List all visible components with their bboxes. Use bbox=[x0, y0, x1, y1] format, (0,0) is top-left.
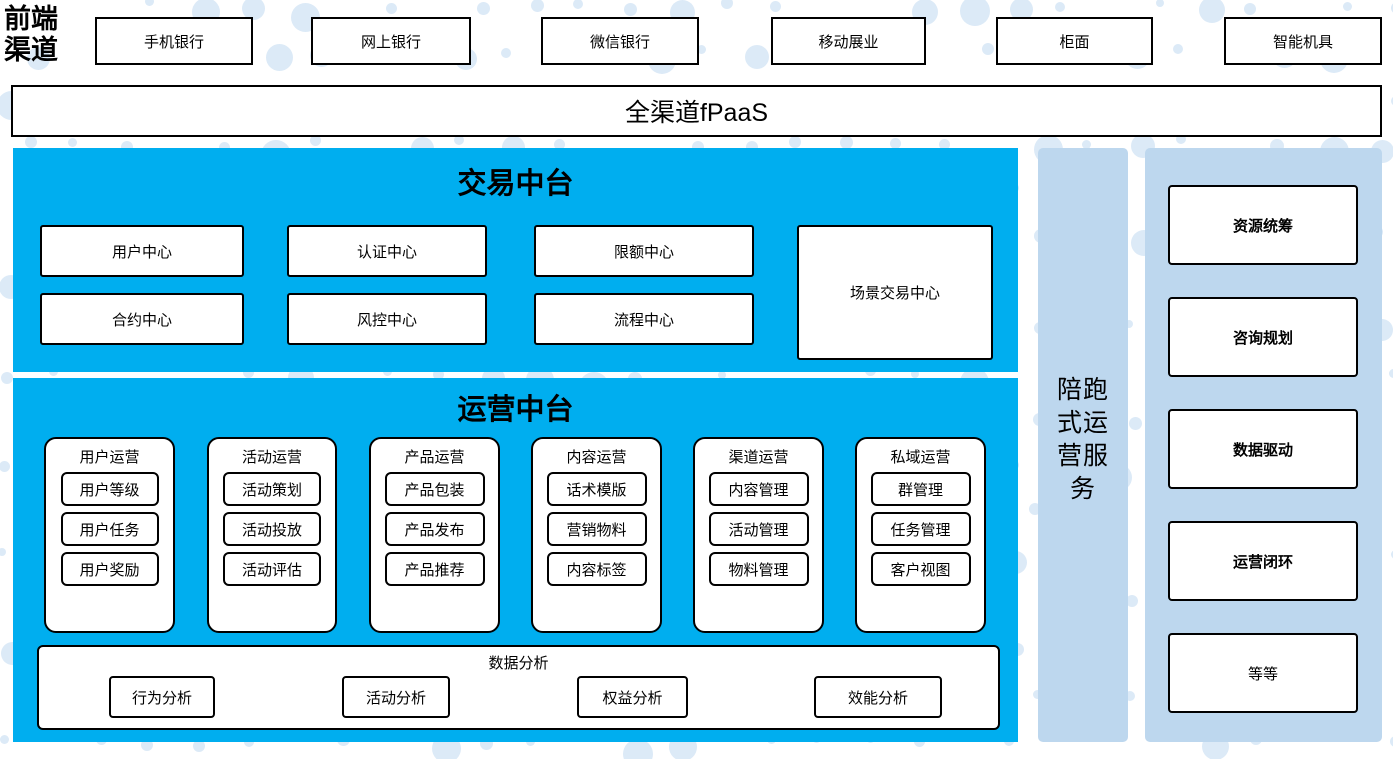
transaction-platform-title: 交易中台 bbox=[457, 168, 574, 200]
operations-column-product-operations: 产品运营产品包装产品发布产品推荐 bbox=[369, 437, 500, 633]
decorative-dot bbox=[145, 0, 154, 6]
decorative-dot bbox=[1, 372, 13, 384]
data-analysis-rights-analysis[interactable]: 权益分析 bbox=[577, 676, 688, 718]
decorative-dot bbox=[1156, 0, 1164, 7]
accompanying-operation-service-label: 陪跑式运营服务 bbox=[1040, 374, 1126, 506]
operations-item[interactable]: 内容管理 bbox=[708, 472, 809, 506]
decorative-dot bbox=[573, 0, 583, 9]
data-analysis-efficiency-analysis[interactable]: 效能分析 bbox=[814, 676, 942, 718]
service-label-line: 陪跑 bbox=[1056, 376, 1109, 404]
operations-column-user-operations: 用户运营用户等级用户任务用户奖励 bbox=[44, 437, 175, 633]
decorative-dot bbox=[982, 43, 994, 55]
operations-platform-title: 运营中台 bbox=[457, 394, 574, 426]
transaction-module-contract-center[interactable]: 合约中心 bbox=[40, 293, 244, 345]
decorative-dot bbox=[770, 1, 781, 12]
operations-column-title: 产品运营 bbox=[404, 449, 465, 466]
operations-column-private-domain-operations: 私域运营群管理任务管理客户视图 bbox=[855, 437, 986, 633]
data-analysis-activity-analysis[interactable]: 活动分析 bbox=[342, 676, 450, 718]
service-label-line: 式运 bbox=[1056, 409, 1109, 437]
operations-item[interactable]: 活动管理 bbox=[708, 512, 809, 546]
decorative-dot bbox=[1244, 3, 1256, 15]
operations-column-channel-operations: 渠道运营内容管理活动管理物料管理 bbox=[693, 437, 824, 633]
channel-mobile-banking[interactable]: 手机银行 bbox=[95, 17, 253, 65]
operations-item[interactable]: 用户等级 bbox=[60, 472, 159, 506]
operations-item[interactable]: 用户任务 bbox=[60, 512, 159, 546]
service-card-etc[interactable]: 等等 bbox=[1168, 633, 1358, 713]
operations-column-title: 用户运营 bbox=[79, 449, 140, 466]
operations-item[interactable]: 营销物料 bbox=[546, 512, 647, 546]
operations-item[interactable]: 活动策划 bbox=[223, 472, 321, 506]
operations-item[interactable]: 产品包装 bbox=[384, 472, 485, 506]
transaction-module-auth-center[interactable]: 认证中心 bbox=[287, 225, 487, 277]
transaction-module-risk-center[interactable]: 风控中心 bbox=[287, 293, 487, 345]
decorative-dot bbox=[477, 2, 490, 15]
decorative-dot bbox=[745, 45, 769, 69]
decorative-dot bbox=[531, 0, 544, 12]
channel-mobile-field-service[interactable]: 移动展业 bbox=[771, 17, 926, 65]
operations-column-title: 活动运营 bbox=[241, 449, 302, 466]
operations-item[interactable]: 群管理 bbox=[870, 472, 971, 506]
decorative-dot bbox=[1389, 369, 1393, 378]
channel-wechat-banking[interactable]: 微信银行 bbox=[541, 17, 699, 65]
operations-item[interactable]: 产品推荐 bbox=[384, 552, 485, 586]
operations-column-activity-operations: 活动运营活动策划活动投放活动评估 bbox=[207, 437, 337, 633]
transaction-module-process-center[interactable]: 流程中心 bbox=[534, 293, 754, 345]
service-card-data-driven[interactable]: 数据驱动 bbox=[1168, 409, 1358, 489]
operations-item[interactable]: 内容标签 bbox=[546, 552, 647, 586]
decorative-dot bbox=[386, 3, 397, 14]
channel-counter[interactable]: 柜面 bbox=[996, 17, 1153, 65]
decorative-dot bbox=[0, 735, 9, 744]
decorative-dot bbox=[789, 136, 801, 148]
transaction-module-limit-center[interactable]: 限额中心 bbox=[534, 225, 754, 277]
decorative-dot bbox=[624, 3, 637, 16]
service-card-resource-coordination[interactable]: 资源统筹 bbox=[1168, 185, 1358, 265]
channel-smart-machine[interactable]: 智能机具 bbox=[1224, 17, 1382, 65]
data-analysis-behavior-analysis[interactable]: 行为分析 bbox=[109, 676, 215, 718]
decorative-dot bbox=[25, 136, 37, 148]
operations-item[interactable]: 产品发布 bbox=[384, 512, 485, 546]
decorative-dot bbox=[1055, 2, 1065, 12]
decorative-dot bbox=[960, 0, 990, 26]
decorative-dot bbox=[0, 461, 10, 472]
decorative-dot bbox=[1199, 0, 1225, 23]
decorative-dot bbox=[1173, 44, 1183, 54]
service-card-consulting-planning[interactable]: 咨询规划 bbox=[1168, 297, 1358, 377]
service-label-line: 营服 bbox=[1056, 442, 1109, 470]
decorative-dot bbox=[68, 138, 77, 147]
operations-item[interactable]: 用户奖励 bbox=[60, 552, 159, 586]
operations-column-title: 内容运营 bbox=[566, 449, 627, 466]
front-end-channel-label-line2: 渠道 bbox=[4, 35, 58, 65]
data-analysis-title: 数据分析 bbox=[488, 655, 549, 672]
operations-item[interactable]: 客户视图 bbox=[870, 552, 971, 586]
operations-column-content-operations: 内容运营话术模版营销物料内容标签 bbox=[531, 437, 662, 633]
operations-item[interactable]: 活动评估 bbox=[223, 552, 321, 586]
omni-channel-fpaas-bar[interactable]: 全渠道fPaaS bbox=[11, 85, 1382, 137]
service-card-operations-closed-loop[interactable]: 运营闭环 bbox=[1168, 521, 1358, 601]
operations-item[interactable]: 活动投放 bbox=[223, 512, 321, 546]
decorative-dot bbox=[266, 44, 293, 71]
decorative-dot bbox=[501, 48, 511, 58]
operations-column-title: 渠道运营 bbox=[728, 449, 789, 466]
decorative-dot bbox=[0, 548, 6, 556]
operations-item[interactable]: 物料管理 bbox=[708, 552, 809, 586]
decorative-dot bbox=[623, 739, 653, 759]
decorative-dot bbox=[1343, 2, 1352, 11]
service-label-line: 务 bbox=[1069, 475, 1096, 503]
operations-item[interactable]: 话术模版 bbox=[546, 472, 647, 506]
channel-internet-banking[interactable]: 网上银行 bbox=[311, 17, 471, 65]
scene-transaction-center-box[interactable]: 场景交易中心 bbox=[797, 225, 993, 360]
operations-item[interactable]: 任务管理 bbox=[870, 512, 971, 546]
operations-column-title: 私域运营 bbox=[890, 449, 951, 466]
front-end-channel-label: 前端 渠道 bbox=[4, 4, 88, 66]
decorative-dot bbox=[1129, 417, 1142, 430]
front-end-channel-label-line1: 前端 bbox=[4, 4, 58, 34]
decorative-dot bbox=[721, 0, 733, 9]
transaction-module-user-center[interactable]: 用户中心 bbox=[40, 225, 244, 277]
